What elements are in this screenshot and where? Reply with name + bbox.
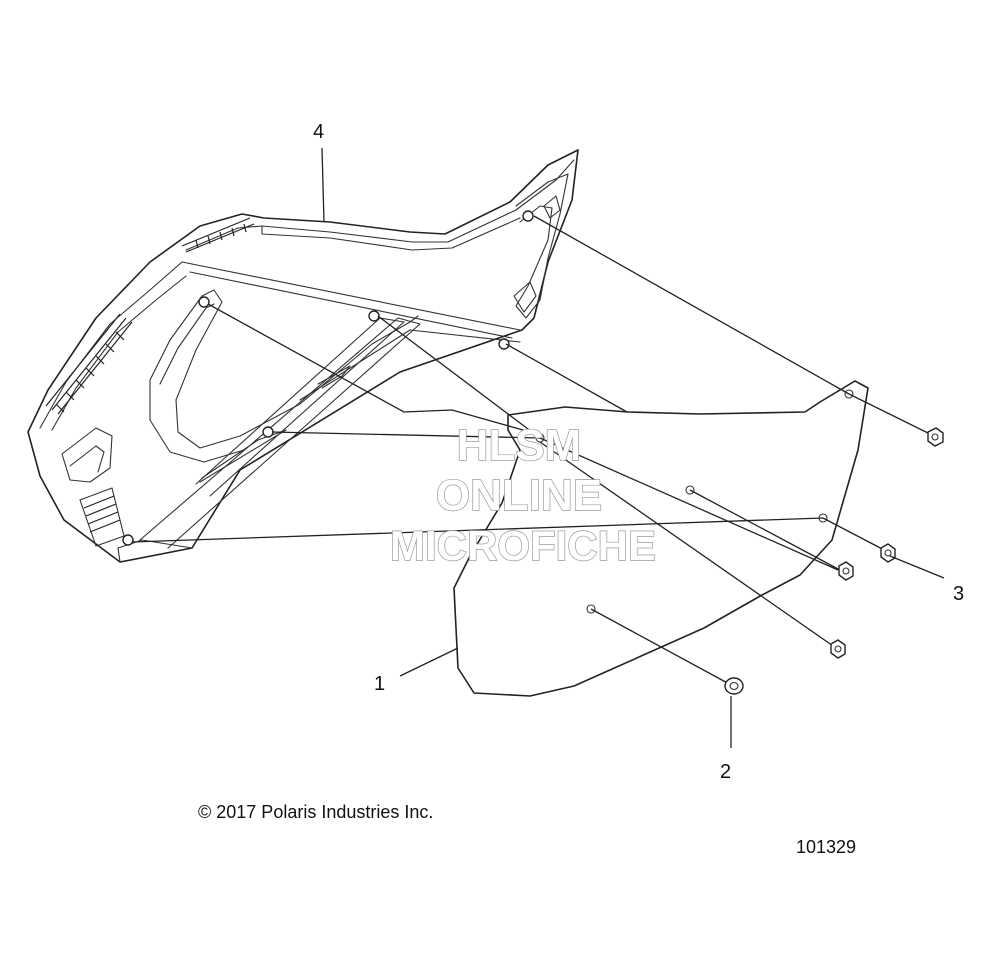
assembly-lines	[131, 215, 935, 687]
callout-leaders	[321, 147, 945, 748]
watermark-line-1: HLSM	[457, 421, 582, 470]
watermark-line-3: MICROFICHE	[390, 522, 656, 569]
callout-2: 2	[720, 761, 731, 783]
front-latch	[61, 427, 113, 483]
callout-3: 3	[953, 583, 964, 605]
grommet-part-2	[724, 677, 744, 695]
nut-part-3	[838, 561, 854, 581]
clip-boss	[498, 338, 510, 350]
mounting-hole	[586, 604, 596, 614]
mounting-hole	[685, 485, 695, 495]
watermark-line-2: ONLINE	[436, 471, 602, 520]
callout-1: 1	[374, 673, 385, 695]
nut-part-3	[927, 427, 944, 447]
watermark: HLSM ONLINE MICROFICHE	[389, 420, 656, 569]
upper-slot-row	[181, 217, 255, 253]
upper-vent-grille	[45, 313, 133, 415]
figure-number: 101329	[796, 837, 857, 857]
clip-boss	[198, 296, 210, 308]
side-panel-part-4	[27, 149, 579, 563]
clip-boss	[522, 210, 534, 222]
clip-boss	[368, 310, 380, 322]
clip-boss	[122, 534, 134, 546]
copyright-notice: © 2017 Polaris Industries Inc.	[198, 802, 434, 822]
nut-part-3	[880, 543, 896, 563]
fasteners	[724, 427, 944, 695]
nut-part-3	[830, 639, 846, 659]
clip-boss	[262, 426, 274, 438]
mounting-hole	[844, 389, 854, 399]
callout-4: 4	[313, 121, 324, 143]
